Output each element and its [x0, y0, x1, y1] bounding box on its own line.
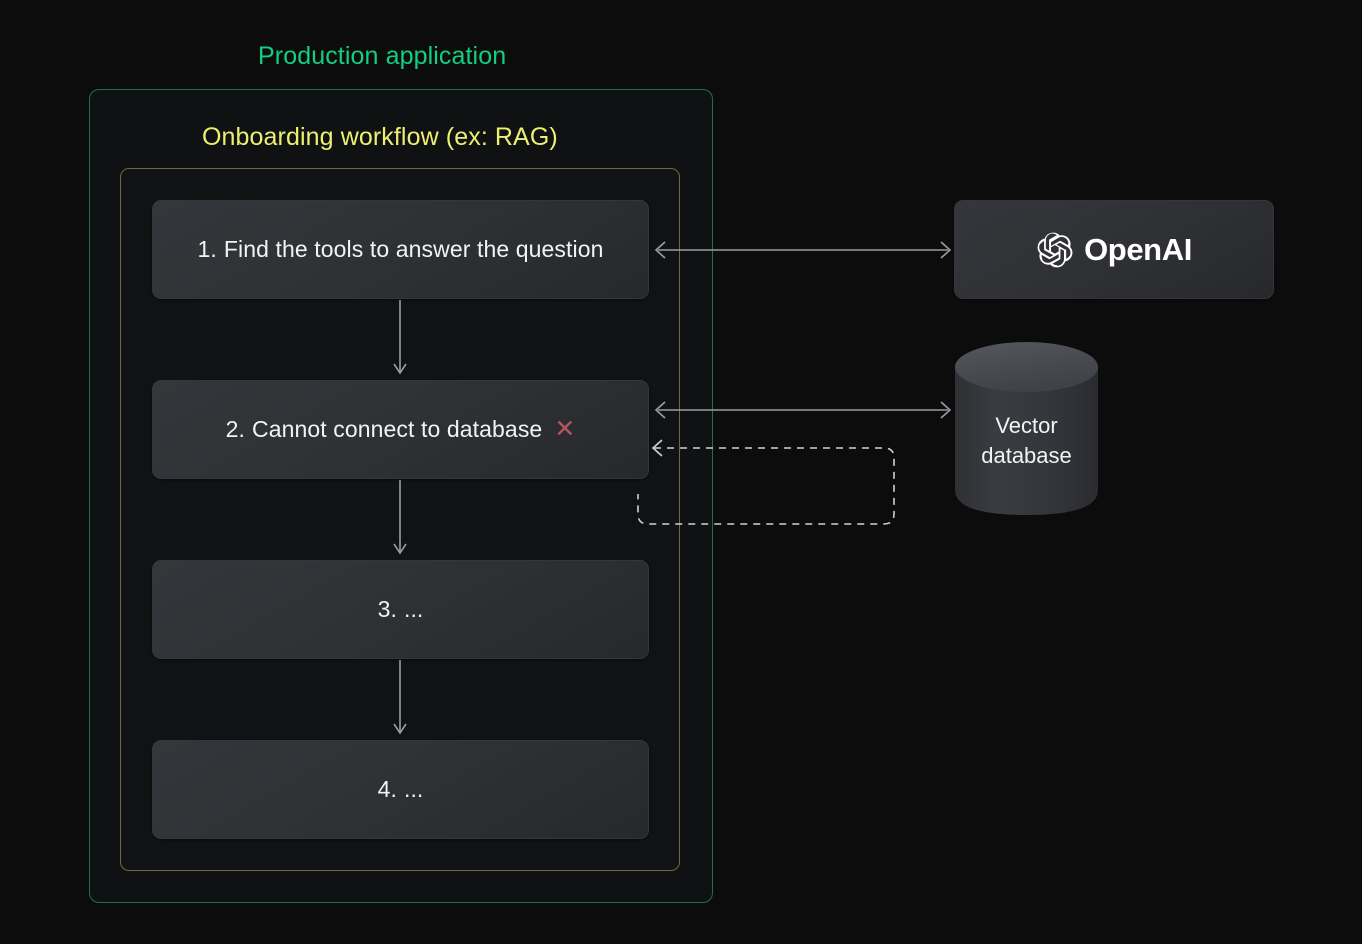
step-flow-arrow-3-to-4 [393, 660, 407, 735]
step-flow-arrow-1-to-2 [393, 300, 407, 375]
connector-step2-vectordb [654, 401, 952, 419]
step-4-number: 4. [377, 776, 397, 802]
production-application-title: Production application [258, 42, 507, 70]
step-2-label: Cannot connect to database [252, 416, 543, 442]
openai-wordmark: OpenAI [1084, 232, 1192, 267]
step-1-number: 1. [197, 236, 217, 262]
retry-loop-dashed-connector [637, 439, 895, 525]
openai-logo-icon [1037, 232, 1073, 267]
step-2-number: 2. [225, 416, 245, 442]
workflow-step-1[interactable]: 1. Find the tools to answer the question [152, 200, 649, 299]
step-flow-arrow-2-to-3 [393, 480, 407, 555]
failure-x-icon: ✕ [554, 415, 576, 443]
onboarding-workflow-title: Onboarding workflow (ex: RAG) [202, 123, 558, 151]
step-3-number: 3. [377, 596, 397, 622]
workflow-step-2[interactable]: 2. Cannot connect to database ✕ [152, 380, 649, 479]
step-4-label: ... [403, 776, 424, 802]
workflow-step-3[interactable]: 3. ... [152, 560, 649, 659]
step-1-label: Find the tools to answer the question [223, 236, 604, 262]
openai-service-card[interactable]: OpenAI [954, 200, 1274, 299]
vector-database-icon[interactable] [954, 341, 1099, 516]
connector-step1-openai [654, 241, 952, 259]
workflow-step-4[interactable]: 4. ... [152, 740, 649, 839]
step-3-label: ... [403, 596, 424, 622]
